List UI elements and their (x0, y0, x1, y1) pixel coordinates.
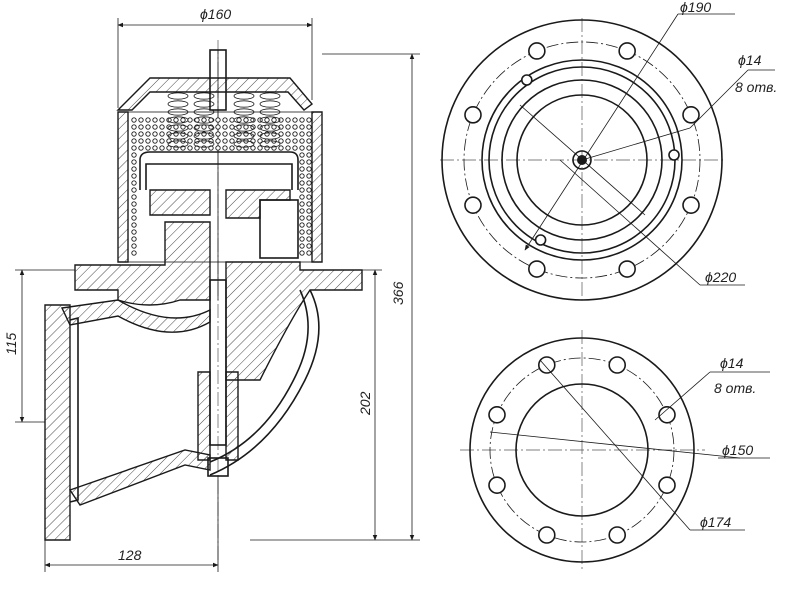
dim-top-diameter: ϕ160 (200, 6, 231, 22)
elbow-wall (60, 299, 211, 333)
spring-coils (167, 92, 281, 148)
bolt-hole (528, 260, 546, 278)
valve-body (74, 221, 211, 306)
bolt-hole (464, 196, 482, 214)
bolt-hole (464, 106, 482, 124)
inlet-flange (44, 304, 71, 541)
top-flange-view: ϕ190 ϕ14 8 отв. ϕ220 (440, 0, 777, 301)
bolt-hole (658, 405, 676, 424)
dim-flange-height: 115 (3, 332, 19, 355)
guide-bush (197, 371, 211, 461)
valve-section-view: ϕ160 366 202 115 128 (3, 6, 420, 572)
dim-bottom-outer-diameter: ϕ174 (700, 514, 731, 530)
bolt-hole (682, 196, 700, 214)
dim-top-outer-diameter: ϕ220 (705, 269, 736, 285)
bolt-hole (682, 106, 700, 124)
screw-head (520, 74, 533, 86)
dim-top-hole-diameter: ϕ14 (738, 52, 762, 68)
dim-bottom-hole-count: 8 отв. (714, 380, 756, 396)
dim-top-hole-count: 8 отв. (735, 79, 777, 95)
bolt-hole (658, 476, 676, 495)
dim-total-height: 366 (390, 281, 406, 305)
bolt-hole (537, 356, 556, 374)
bolt-hole (608, 356, 627, 374)
screw-head (534, 234, 547, 246)
bolt-hole (537, 526, 556, 544)
bolt-hole (618, 42, 636, 60)
valve-seat (149, 189, 211, 216)
screw-head (668, 149, 680, 161)
dim-bottom-inner-diameter: ϕ150 (722, 442, 753, 458)
bolt-hole (618, 260, 636, 278)
bolt-hole (488, 476, 506, 495)
bottom-flange-view: ϕ14 8 отв. ϕ150 ϕ174 (460, 330, 770, 570)
dim-bottom-hole-diameter: ϕ14 (720, 355, 744, 371)
bolt-hole (608, 526, 627, 544)
valve-cap (116, 77, 314, 111)
dim-lower-height: 202 (357, 391, 373, 416)
dim-width: 128 (118, 547, 142, 563)
bolt-hole (488, 405, 506, 424)
dim-bolt-circle: ϕ190 (680, 0, 711, 15)
bolt-hole (528, 42, 546, 60)
